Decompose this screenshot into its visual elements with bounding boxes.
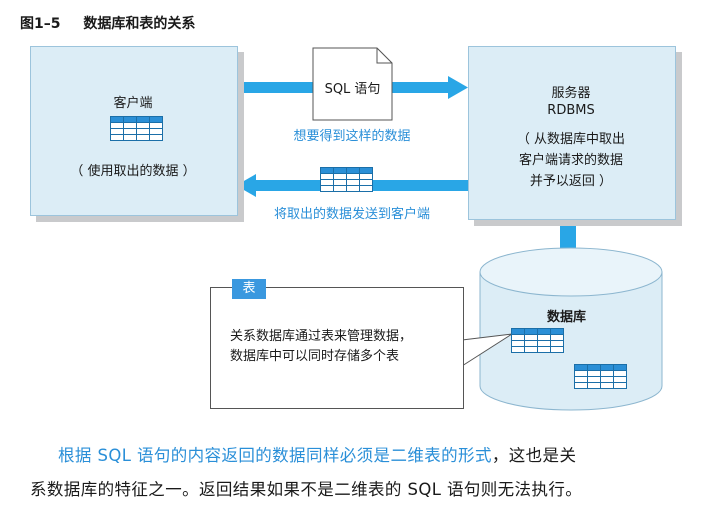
database-table-icon-2 — [574, 364, 627, 389]
sql-document-icon — [312, 47, 393, 121]
database-cylinder — [479, 247, 663, 411]
response-table-icon — [320, 167, 373, 192]
server-label: 服务器 — [551, 86, 591, 101]
server-sublabel: RDBMS — [547, 103, 595, 118]
request-arrow-label: 想要得到这样的数据 — [293, 129, 411, 144]
figure-title-text: 数据库和表的关系 — [83, 16, 196, 32]
callout-line-1: 关系数据库通过表来管理数据， — [230, 329, 413, 344]
response-arrow-label: 将取出的数据发送到客户端 — [273, 207, 430, 222]
server-box — [468, 46, 676, 220]
sql-document-label: SQL 语句 — [324, 82, 381, 97]
database-table-icon-1 — [511, 328, 564, 353]
database-label: 数据库 — [547, 310, 587, 325]
callout-badge: 表 — [232, 279, 266, 299]
figure-number: 图1–5 — [20, 16, 61, 32]
server-db-arrow — [550, 200, 586, 274]
caption-line-1-rest: ，这也是关 — [491, 446, 577, 465]
caption-line-1: 根据 SQL 语句的内容返回的数据同样必须是二维表的形式，这也是关 — [30, 440, 710, 472]
client-note: （ 使用取出的数据 ） — [70, 164, 196, 179]
caption-line-2: 系数据库的特征之一。返回结果如果不是二维表的 SQL 语句则无法执行。 — [30, 480, 583, 499]
server-note-line-2: 客户端请求的数据 — [518, 153, 623, 168]
callout-box — [210, 287, 464, 409]
caption-highlight: 根据 SQL 语句的内容返回的数据同样必须是二维表的形式 — [58, 446, 492, 465]
client-table-icon — [110, 116, 163, 141]
client-label: 客户端 — [113, 96, 153, 111]
server-note-line-1: （ 从数据库中取出 — [516, 132, 626, 147]
callout-text: 关系数据库通过表来管理数据， 数据库中可以同时存储多个表 — [230, 327, 450, 367]
callout-line-2: 数据库中可以同时存储多个表 — [230, 349, 400, 364]
figure-title: 图1–5 数据库和表的关系 — [20, 13, 195, 33]
server-note-line-3: 并予以返回 ） — [529, 174, 613, 189]
